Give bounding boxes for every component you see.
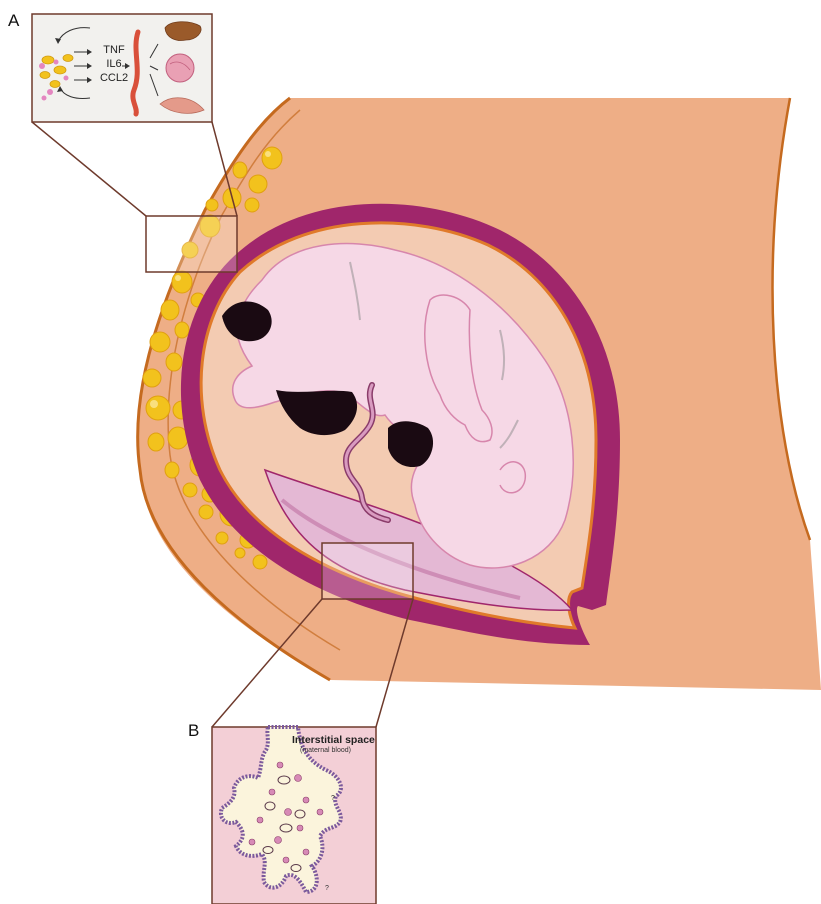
cytokine-tnf: TNF <box>94 44 134 56</box>
cytokine-il6: IL6 <box>94 58 134 70</box>
inset-a-liver <box>165 22 201 41</box>
inset-a-placenta-organ <box>166 54 194 82</box>
panel-a-label: A <box>8 11 19 31</box>
callout-line-a-left <box>32 122 146 216</box>
interstitial-space-label: Interstitial space <box>292 734 375 746</box>
panel-b-label: B <box>188 721 199 741</box>
callout-box-a <box>146 216 237 272</box>
question-mark-lower: ? <box>325 885 329 892</box>
callout-box-b <box>322 543 413 599</box>
maternal-blood-label: (maternal blood) <box>300 747 351 754</box>
question-mark-upper: ? <box>331 795 335 802</box>
cytokine-ccl2: CCL2 <box>94 72 134 84</box>
